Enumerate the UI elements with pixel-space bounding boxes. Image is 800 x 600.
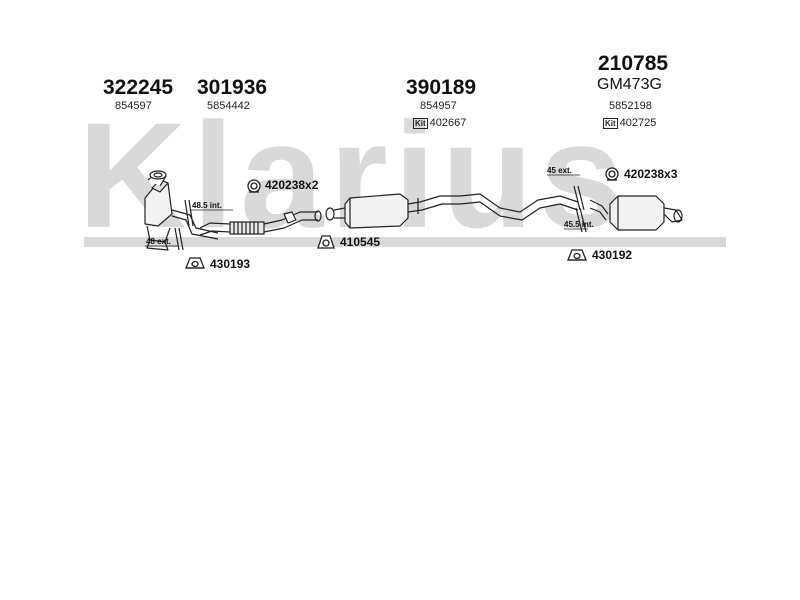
- accessory-label: 420238x2: [265, 178, 319, 192]
- dim-tick-2: [174, 227, 184, 251]
- part-number-322245: 322245: [103, 76, 174, 99]
- dimension-48-ext: 48 ext.: [146, 237, 171, 246]
- accessory-mount-rear: 430192: [592, 248, 632, 262]
- kit-402667: Kit 402667: [413, 117, 466, 129]
- accessory-clamp-rear: 420238x3: [624, 167, 677, 181]
- part-ref-5852198: 5852198: [609, 100, 652, 112]
- accessory-gasket: 410545: [340, 235, 380, 249]
- kit-number: 402725: [619, 117, 657, 129]
- accessory-label: 410545: [340, 235, 381, 249]
- dim-tick-3: [573, 185, 585, 211]
- dim-tick-1: [184, 199, 194, 227]
- centre-silencer: [325, 193, 579, 229]
- dim-tick-4: [575, 207, 587, 233]
- gasket-icon: [317, 235, 335, 249]
- accessory-clamp-front: 420238x2: [265, 178, 318, 192]
- part-ref-5854442: 5854442: [207, 100, 250, 112]
- kit-badge: Kit: [603, 117, 618, 129]
- part-number-301936: 301936: [197, 76, 268, 99]
- rubber-mount-icon: [185, 257, 205, 269]
- rubber-mount-icon: [567, 249, 587, 261]
- part-ref-854957: 854957: [420, 100, 457, 112]
- clamp-icon: [247, 179, 261, 193]
- dimension-48-5-int: 48.5 int.: [192, 201, 222, 210]
- part-number-390189: 390189: [406, 76, 477, 99]
- kit-number: 402667: [429, 117, 467, 129]
- dimension-45-ext: 45 ext.: [547, 166, 572, 175]
- accessory-label: 430192: [592, 248, 633, 262]
- catalytic-converter: [144, 170, 173, 251]
- watermark-bar: [84, 237, 726, 247]
- kit-badge: Kit: [413, 117, 428, 129]
- clamp-icon: [605, 167, 619, 181]
- rear-silencer: [589, 195, 683, 231]
- accessory-label: 420238x3: [624, 167, 678, 181]
- part-alt-GM473G: GM473G: [597, 76, 662, 93]
- front-pipe: [171, 209, 322, 240]
- accessory-mount-front: 430193: [210, 257, 250, 271]
- part-ref-854597: 854597: [115, 100, 152, 112]
- part-number-210785: 210785: [598, 52, 669, 75]
- dimension-45-5-int: 45.5 int.: [564, 220, 594, 229]
- accessory-label: 430193: [210, 257, 251, 271]
- kit-402725: Kit 402725: [603, 117, 656, 129]
